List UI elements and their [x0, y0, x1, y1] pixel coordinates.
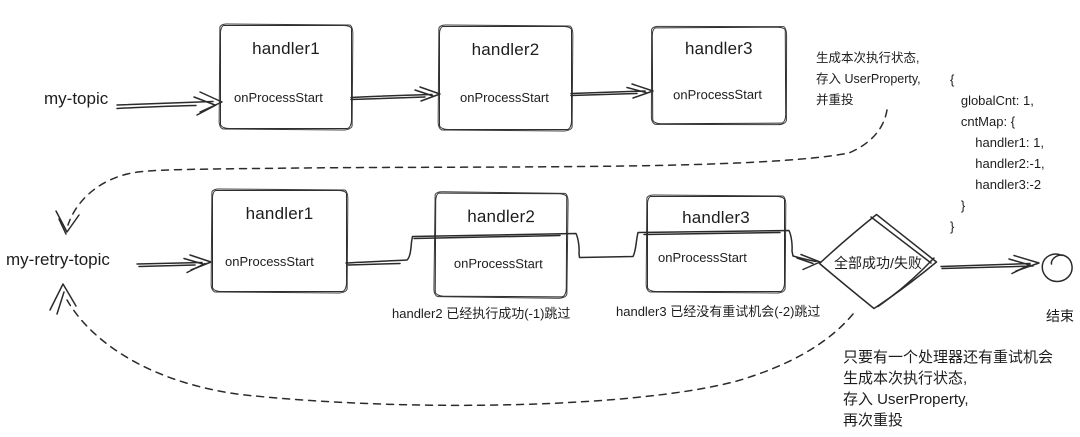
arrow-my-retry-topic-to-handler1: [136, 254, 212, 274]
handler-method: onProcessStart: [234, 90, 323, 105]
handler1-box-retry: handler1 onProcessStart: [212, 190, 347, 292]
my-retry-topic-label: my-retry-topic: [6, 250, 110, 269]
handler-title: handler1: [245, 204, 314, 223]
handler-title: handler1: [252, 39, 320, 58]
end-label: 结束: [1046, 308, 1074, 324]
arrow-my-topic-to-handler1: [116, 91, 223, 116]
handler1-box-top: handler1 onProcessStart: [220, 25, 352, 129]
state-code-block: { globalCnt: 1, cntMap: { handler1: 1, h…: [950, 72, 1045, 234]
handler-title: handler3: [682, 208, 750, 227]
decision-diamond-label: 全部成功/失败: [834, 255, 922, 271]
handler2-box-top: handler2 onProcessStart: [439, 26, 572, 130]
handler2-box-retry: handler2 onProcessStart: [434, 192, 568, 298]
skip-note-handler2: handler2 已经执行成功(-1)跳过: [392, 306, 571, 321]
handler-title: handler2: [471, 40, 540, 59]
handler-method: onProcessStart: [658, 250, 747, 265]
requeue-annotation-bottom: 只要有一个处理器还有重试机会 生成本次执行状态, 存入 UserProperty…: [843, 349, 1054, 429]
handler-method: onProcessStart: [225, 254, 314, 269]
handler3-box-retry: handler3 onProcessStart: [647, 196, 785, 292]
arrow-handler1-to-handler2-top: [350, 86, 441, 102]
requeue-annotation-top: 生成本次执行状态, 存入 UserProperty, 并重投: [816, 51, 921, 107]
handler-title: handler2: [467, 206, 536, 227]
handler3-box-top: handler3 onProcessStart: [651, 26, 787, 125]
handler-title: handler3: [684, 38, 753, 59]
handler-method: onProcessStart: [460, 90, 549, 105]
end-circle: [1041, 253, 1073, 283]
arrow-handler2-to-handler3-top: [570, 83, 654, 99]
skip-note-handler3: handler3 已经没有重试机会(-2)跳过: [616, 304, 821, 319]
my-topic-label: my-topic: [44, 89, 109, 108]
arrow-diamond-to-end: [940, 254, 1040, 275]
handler-method: onProcessStart: [453, 255, 543, 272]
handler-method: onProcessStart: [673, 86, 763, 103]
